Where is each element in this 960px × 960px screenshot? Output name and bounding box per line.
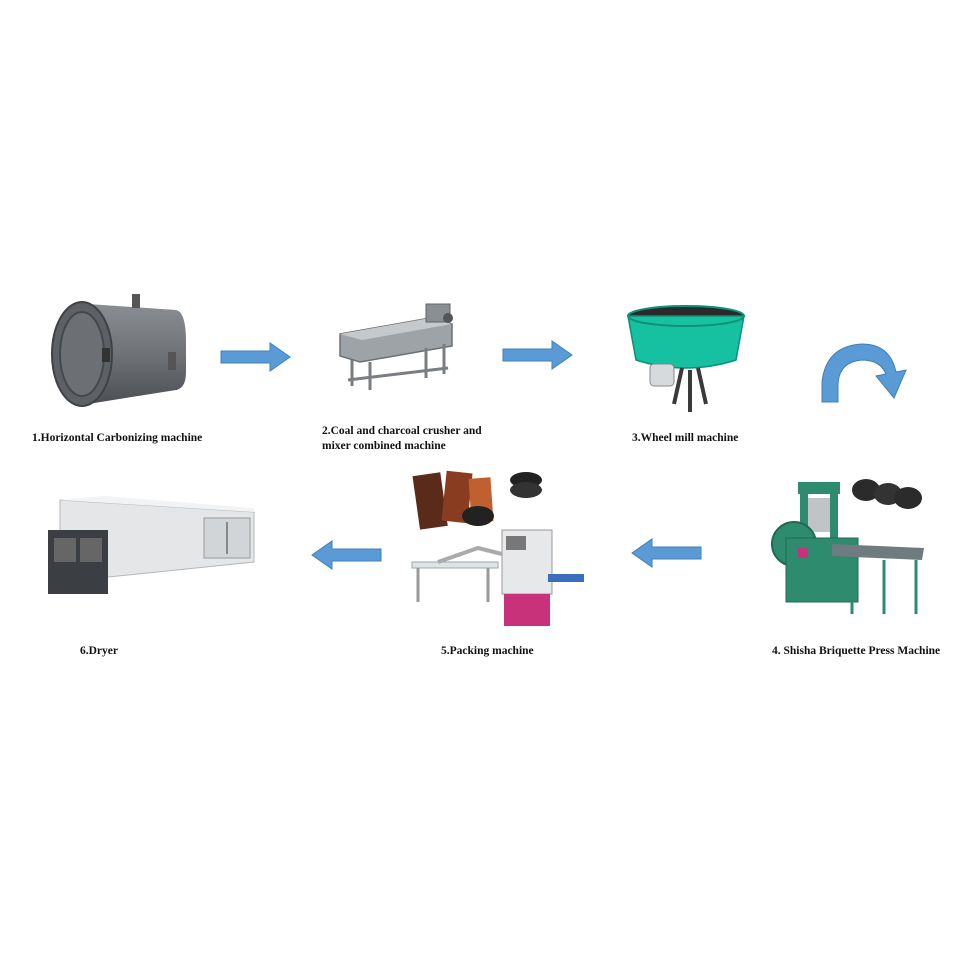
wheel-mill-machine-picture (622, 300, 752, 418)
arrow-left-icon (310, 540, 382, 570)
packing-machine-picture (408, 470, 588, 635)
step-5-label: 5.Packing machine (441, 645, 534, 657)
step-1-label: 1.Horizontal Carbonizing machine (32, 432, 203, 444)
step-2-label: 2.Coal and charcoal crusher and mixer co… (322, 425, 482, 452)
step-6-label: 6.Dryer (80, 645, 118, 657)
arrow-right-icon (502, 340, 574, 370)
dryer-picture (44, 490, 260, 602)
briquette-press-machine-picture (762, 474, 928, 624)
arrow-left-icon (630, 538, 702, 568)
step-4-label: 4. Shisha Briquette Press Machine (772, 645, 941, 657)
step-3-label: 3.Wheel mill machine (632, 432, 739, 444)
curved-arrow-icon (812, 336, 912, 406)
horizontal-carbonizing-machine-picture (48, 292, 188, 412)
crusher-mixer-machine-picture (330, 300, 465, 395)
arrow-right-icon (220, 342, 292, 372)
